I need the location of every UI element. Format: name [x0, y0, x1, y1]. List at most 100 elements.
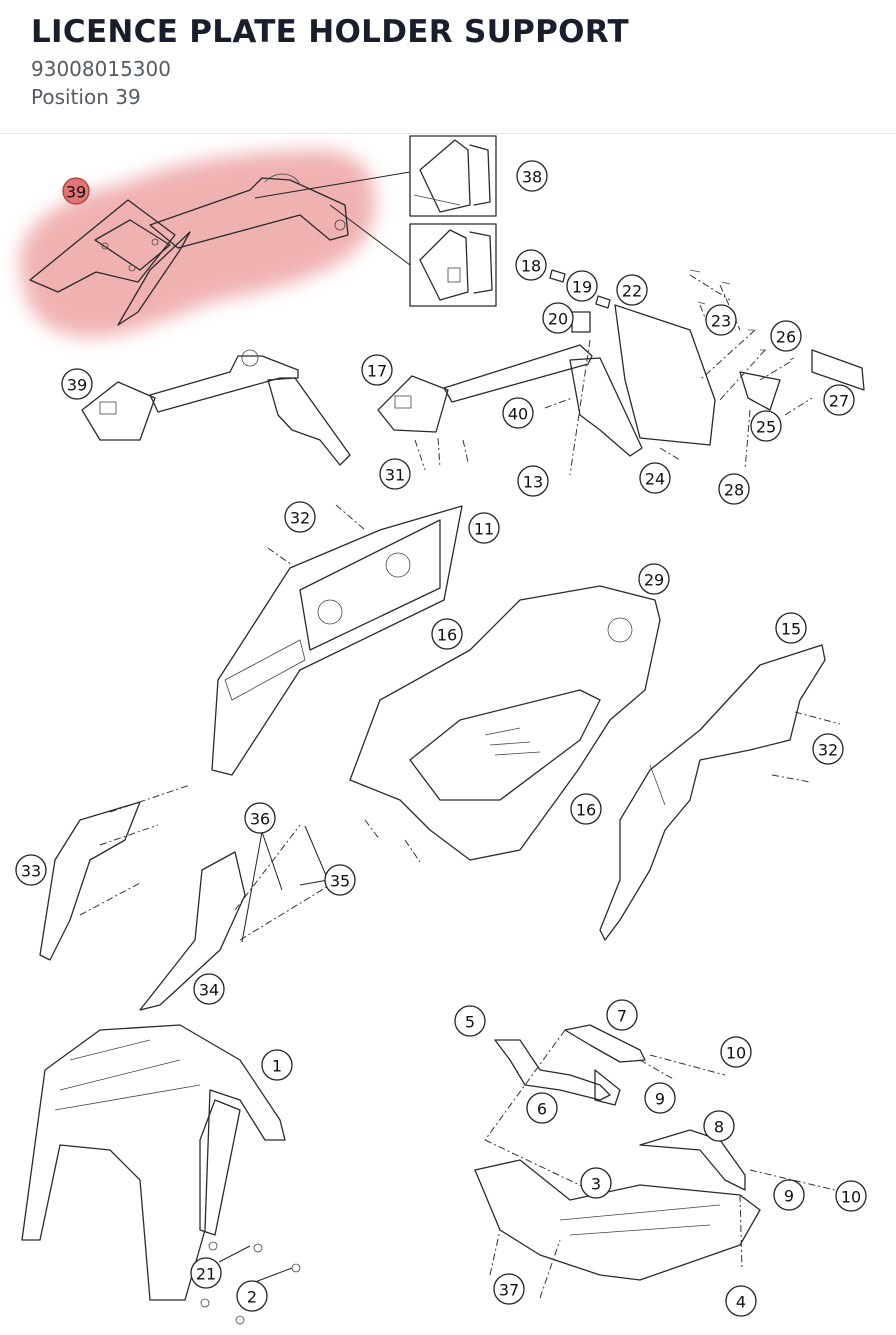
callout-label: 1 — [272, 1057, 282, 1076]
callout-label: 39 — [67, 376, 87, 395]
position-label: Position 39 — [31, 85, 141, 109]
callout-1[interactable]: 1 — [261, 1049, 293, 1081]
part-number: 93008015300 — [31, 57, 171, 81]
callout-label: 24 — [645, 470, 665, 489]
callout-label: 28 — [724, 481, 744, 500]
callout-circle — [823, 384, 855, 416]
callout-4[interactable]: 4 — [725, 1285, 757, 1317]
callout-circle — [15, 854, 47, 886]
callout-circle — [493, 1273, 525, 1305]
callout-label: 40 — [508, 405, 528, 424]
part-29 — [349, 585, 661, 863]
callout-circle — [773, 1179, 805, 1211]
callout-2[interactable]: 2 — [236, 1280, 268, 1312]
part-1 — [21, 1024, 286, 1301]
callout-9[interactable]: 9 — [644, 1082, 676, 1114]
callout-circle — [725, 1285, 757, 1317]
callout-label: 15 — [781, 620, 801, 639]
callout-20[interactable]: 20 — [542, 302, 574, 334]
callout-22[interactable]: 22 — [616, 274, 648, 306]
callout-circle — [775, 612, 807, 644]
callout-28[interactable]: 28 — [718, 473, 750, 505]
callout-circle — [639, 462, 671, 494]
callout-circle — [526, 1092, 558, 1124]
callout-15[interactable]: 15 — [775, 612, 807, 644]
callout-23[interactable]: 23 — [705, 304, 737, 336]
callout-circle — [566, 270, 598, 302]
callout-13[interactable]: 13 — [517, 465, 549, 497]
callout-label: 35 — [330, 872, 350, 891]
callout-circle — [517, 465, 549, 497]
callout-label: 9 — [784, 1187, 794, 1206]
callout-24[interactable]: 24 — [639, 462, 671, 494]
callout-25[interactable]: 25 — [750, 410, 782, 442]
callout-3[interactable]: 3 — [580, 1167, 612, 1199]
callout-label: 22 — [622, 282, 642, 301]
callout-16[interactable]: 16 — [570, 793, 602, 825]
callout-35[interactable]: 35 — [324, 864, 356, 896]
callout-label: 31 — [385, 466, 405, 485]
part-39-highlighted[interactable] — [29, 173, 349, 326]
callout-label: 6 — [537, 1100, 547, 1119]
callout-8[interactable]: 8 — [703, 1110, 735, 1142]
callout-label: 36 — [250, 810, 270, 829]
callout-label: 25 — [756, 418, 776, 437]
callout-16[interactable]: 16 — [431, 618, 463, 650]
callout-label: 26 — [776, 328, 796, 347]
callout-17[interactable]: 17 — [361, 354, 393, 386]
callout-label: 17 — [367, 362, 387, 381]
highlight-glow[interactable] — [19, 150, 376, 337]
callout-33[interactable]: 33 — [15, 854, 47, 886]
callout-label: 34 — [199, 981, 219, 1000]
callout-40[interactable]: 40 — [502, 397, 534, 429]
part-6-bracket — [484, 1024, 726, 1141]
callout-label: 13 — [523, 473, 543, 492]
callout-circle — [361, 354, 393, 386]
callout-7[interactable]: 7 — [606, 999, 638, 1031]
callout-label: 7 — [617, 1007, 627, 1026]
callout-21[interactable]: 21 — [190, 1257, 222, 1289]
callout-19[interactable]: 19 — [566, 270, 598, 302]
callout-34[interactable]: 34 — [193, 973, 225, 1005]
callout-circle — [62, 177, 90, 205]
callout-26[interactable]: 26 — [770, 320, 802, 352]
callout-29[interactable]: 29 — [638, 563, 670, 595]
callout-circle — [644, 1082, 676, 1114]
part-15 — [599, 644, 841, 941]
callout-39[interactable]: 39 — [61, 368, 93, 400]
callout-31[interactable]: 31 — [379, 458, 411, 490]
callout-circle — [261, 1049, 293, 1081]
callout-32[interactable]: 32 — [284, 501, 316, 533]
callout-circle — [705, 304, 737, 336]
callout-circle — [770, 320, 802, 352]
callout-circle — [431, 618, 463, 650]
callout-5[interactable]: 5 — [454, 1005, 486, 1037]
callout-39-highlighted[interactable]: 39 — [62, 177, 90, 205]
callout-label: 20 — [548, 310, 568, 329]
callout-circle — [502, 397, 534, 429]
callout-32[interactable]: 32 — [812, 733, 844, 765]
callout-6[interactable]: 6 — [526, 1092, 558, 1124]
callout-circle — [835, 1180, 867, 1212]
callout-36[interactable]: 36 — [244, 802, 276, 834]
callout-label: 2 — [247, 1288, 257, 1307]
callout-circle — [720, 1036, 752, 1068]
callout-38[interactable]: 38 — [516, 160, 548, 192]
callout-27[interactable]: 27 — [823, 384, 855, 416]
callout-label: 16 — [437, 626, 457, 645]
callout-9[interactable]: 9 — [773, 1179, 805, 1211]
part-34 — [139, 824, 331, 1011]
callout-10[interactable]: 10 — [720, 1036, 752, 1068]
callout-10[interactable]: 10 — [835, 1180, 867, 1212]
callout-circle — [61, 368, 93, 400]
callout-11[interactable]: 11 — [468, 512, 500, 544]
callout-label: 10 — [726, 1044, 746, 1063]
callout-label: 32 — [290, 509, 310, 528]
callout-37[interactable]: 37 — [493, 1273, 525, 1305]
callout-label: 39 — [66, 183, 86, 202]
callout-label: 38 — [522, 168, 542, 187]
callout-18[interactable]: 18 — [515, 249, 547, 281]
callout-label: 11 — [474, 520, 494, 539]
